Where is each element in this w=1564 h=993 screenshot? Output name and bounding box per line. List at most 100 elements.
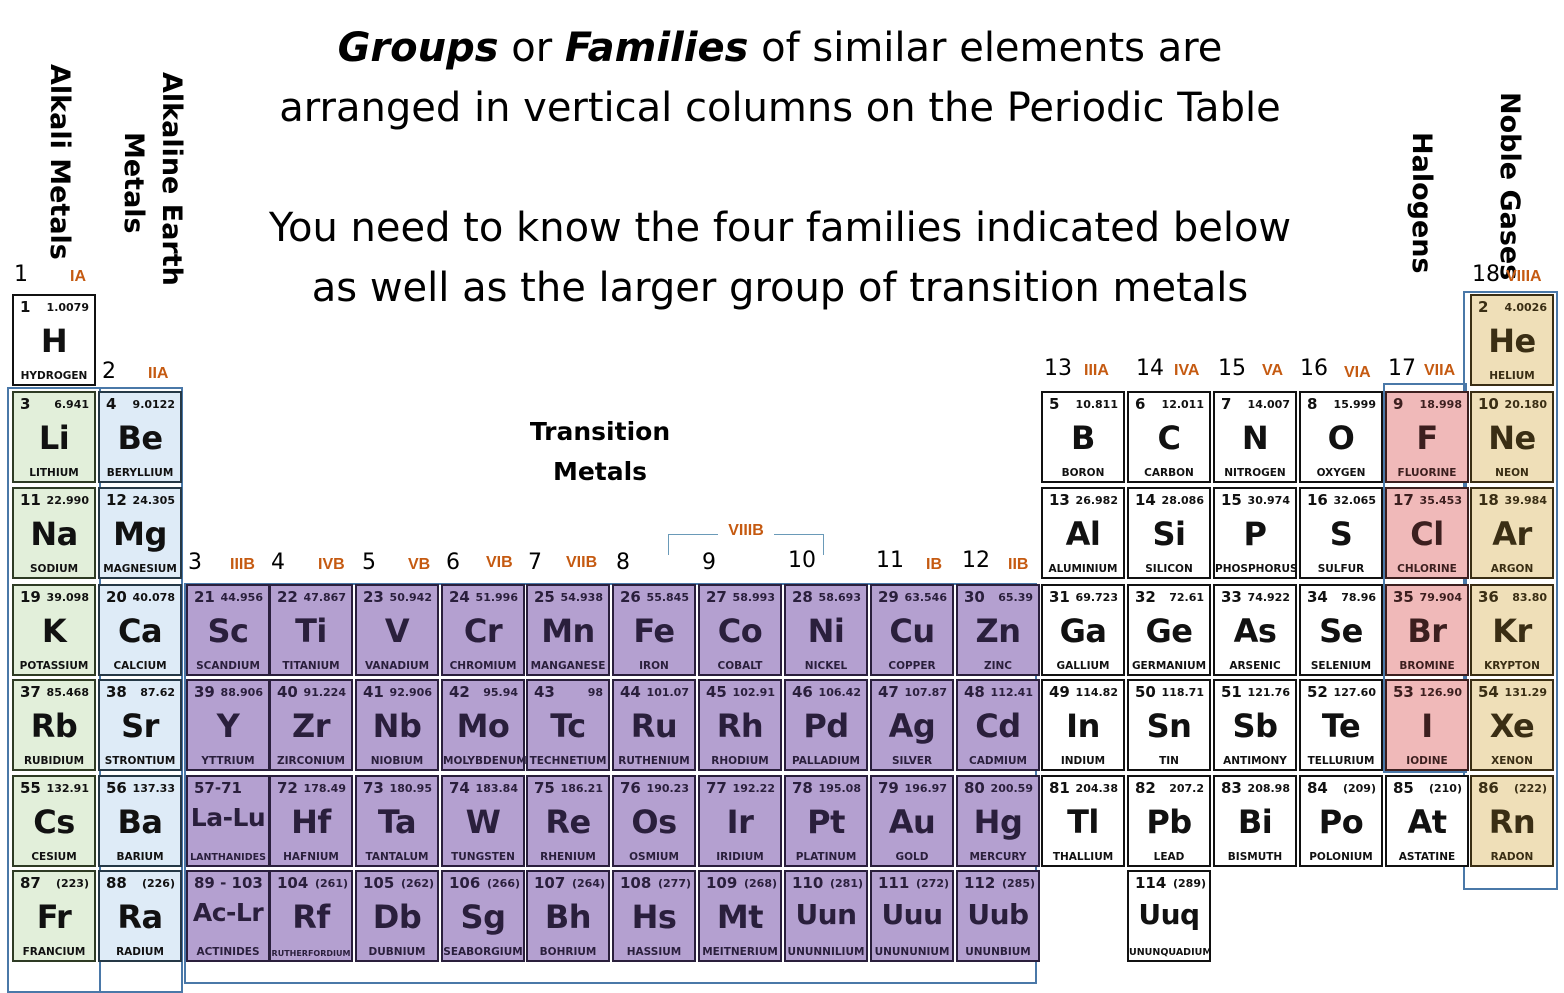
atomic-mass: 58.993 <box>732 591 775 604</box>
element-name: ZINC <box>983 660 1012 672</box>
element-name: PALLADIUM <box>792 755 860 767</box>
element-symbol: F <box>1416 419 1438 457</box>
headline-line-2: arranged in vertical columns on the Peri… <box>279 85 1281 131</box>
atomic-number: 10 <box>1478 395 1499 413</box>
atomic-number: 1 <box>20 298 31 316</box>
element-name: SULFUR <box>1317 563 1365 575</box>
atomic-mass: 39.098 <box>46 591 89 604</box>
element-name: UNUNUNIUM <box>874 946 950 958</box>
element-name: HAFNIUM <box>283 851 339 863</box>
atomic-number: 2 <box>1478 298 1489 316</box>
atomic-mass: (262) <box>401 877 435 890</box>
atomic-number: 57-71 <box>194 779 242 797</box>
atomic-number: 30 <box>964 588 985 606</box>
atomic-number: 86 <box>1478 779 1499 797</box>
element-symbol: Hs <box>631 898 677 936</box>
group-code-15: VA <box>1262 362 1284 379</box>
group-number-15: 15 <box>1218 356 1246 381</box>
atomic-number: 75 <box>534 779 555 797</box>
alkali-metals-label: Alkali Metals <box>44 64 75 260</box>
element-name: UNUNBIUM <box>965 946 1031 958</box>
element-symbol: Ti <box>295 612 327 650</box>
element-name: SILVER <box>891 755 933 767</box>
element-symbol: Os <box>631 803 677 841</box>
atomic-mass: 98 <box>587 686 603 699</box>
element-name: NIOBIUM <box>370 755 424 767</box>
element-symbol: Xe <box>1489 707 1535 745</box>
atomic-mass: 9.0122 <box>132 398 175 411</box>
element-name: IRON <box>639 660 669 672</box>
element-name: FLUORINE <box>1397 467 1457 479</box>
element-name: RUTHENIUM <box>618 755 690 767</box>
atomic-number: 39 <box>194 683 215 701</box>
element-symbol: In <box>1066 707 1100 745</box>
element-name: DUBNIUM <box>368 946 426 958</box>
atomic-mass: 200.59 <box>990 782 1033 795</box>
atomic-mass: (222) <box>1513 782 1547 795</box>
atomic-number: 5 <box>1049 395 1060 413</box>
atomic-mass: 12.011 <box>1161 398 1204 411</box>
element-name: BOHRIUM <box>539 946 597 958</box>
element-name: COBALT <box>717 660 763 672</box>
atomic-number: 4 <box>106 395 117 413</box>
element-name: LANTHANIDES <box>190 852 266 863</box>
group-code-6: VIB <box>486 554 513 571</box>
atomic-number: 82 <box>1135 779 1156 797</box>
atomic-number: 56 <box>106 779 127 797</box>
atomic-number: 20 <box>106 588 127 606</box>
atomic-number: 104 <box>277 874 309 892</box>
atomic-number: 42 <box>449 683 470 701</box>
atomic-number: 85 <box>1393 779 1414 797</box>
element-name: ARSENIC <box>1229 660 1281 672</box>
headline-rest: of similar elements are <box>748 25 1223 71</box>
element-name: FRANCIUM <box>22 946 86 958</box>
atomic-mass: 107.87 <box>904 686 947 699</box>
element-symbol: Mg <box>113 515 167 553</box>
atomic-number: 44 <box>620 683 641 701</box>
group-number-6: 6 <box>446 550 460 575</box>
group-number-4: 4 <box>271 550 285 575</box>
atomic-number: 55 <box>20 779 41 797</box>
element-name: ZIRCONIUM <box>277 755 345 767</box>
atomic-number: 32 <box>1135 588 1156 606</box>
element-name: MERCURY <box>969 851 1027 863</box>
alkaline-earth-label-2: Metals <box>118 132 149 234</box>
element-name: OXYGEN <box>1316 467 1366 479</box>
element-symbol: Mn <box>541 612 595 650</box>
atomic-mass: 44.956 <box>220 591 263 604</box>
element-name: ANTIMONY <box>1223 755 1287 767</box>
element-symbol: Cd <box>975 707 1021 745</box>
element-name: MAGNESIUM <box>103 563 177 575</box>
element-name: UNUNQUADIUM <box>1129 947 1212 958</box>
element-symbol: Ga <box>1059 612 1107 650</box>
element-name: ARGON <box>1490 563 1534 575</box>
atomic-number: 16 <box>1307 491 1328 509</box>
element-symbol: K <box>41 612 67 650</box>
element-name: BROMINE <box>1399 660 1455 672</box>
